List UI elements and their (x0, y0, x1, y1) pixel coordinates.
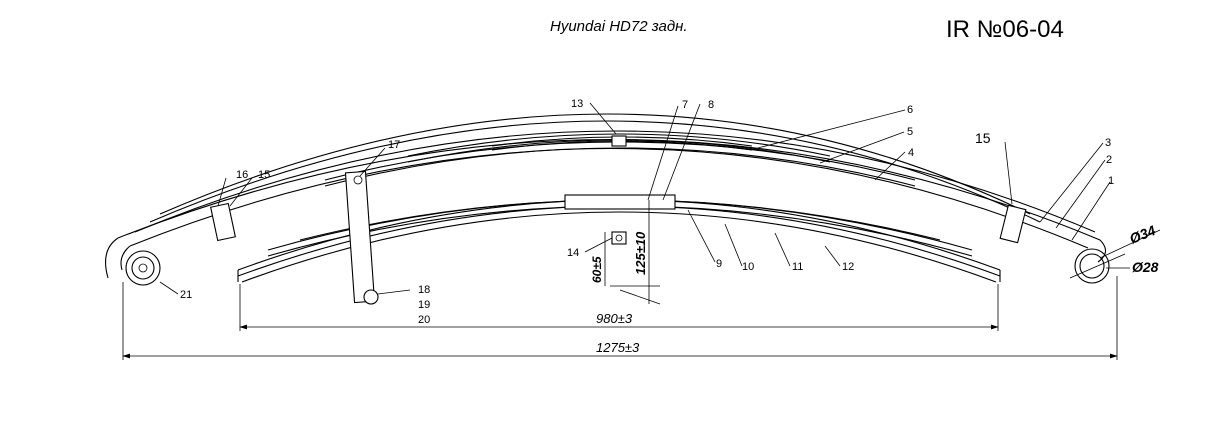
dim-overall: 1275±3 (596, 340, 640, 355)
drawing-title: Hyundai HD72 задн. (550, 18, 688, 35)
dim-eye-outer: Ø34 (1127, 222, 1158, 247)
callout-6: 6 (907, 104, 913, 116)
callout-13: 13 (571, 98, 583, 110)
callout-20: 20 (418, 314, 430, 326)
left-clamp (210, 202, 236, 242)
center-bolt-head (611, 135, 627, 147)
dim-offset: 60±5 (590, 256, 604, 283)
callout-4: 4 (908, 147, 914, 159)
callout-labels: 1 2 3 4 5 6 7 8 9 10 11 12 13 14 15 15 1… (180, 98, 1114, 326)
right-clamp (999, 204, 1027, 244)
callout-10: 10 (742, 261, 754, 273)
rebound-clip (344, 170, 376, 304)
center-plate (564, 194, 676, 210)
right-eye-bushing (1069, 248, 1126, 284)
callout-15-right: 15 (975, 130, 991, 146)
callout-1: 1 (1108, 175, 1114, 187)
callout-21: 21 (180, 289, 192, 301)
callout-7: 7 (682, 99, 688, 111)
dim-eye-inner: Ø28 (1132, 259, 1159, 275)
callout-18: 18 (418, 284, 430, 296)
leader-lines (159, 102, 1111, 295)
callout-9: 9 (716, 258, 722, 270)
left-eye-bushing (125, 250, 161, 286)
callout-19: 19 (418, 299, 430, 311)
callout-17: 17 (388, 139, 400, 151)
callout-16: 16 (236, 169, 248, 181)
callout-5: 5 (907, 126, 913, 138)
part-number: IR №06-04 (946, 16, 1064, 43)
center-bolt-nut (611, 231, 627, 245)
callout-14: 14 (567, 247, 579, 259)
callout-8: 8 (708, 99, 714, 111)
dim-inner: 980±3 (596, 311, 633, 326)
callout-2: 2 (1106, 154, 1112, 166)
dimensions (122, 200, 1161, 360)
callout-3: 3 (1105, 137, 1111, 149)
dim-height: 125±10 (633, 231, 648, 275)
callout-12: 12 (842, 261, 854, 273)
callout-15-left: 15 (258, 169, 270, 181)
callout-11: 11 (792, 261, 803, 273)
